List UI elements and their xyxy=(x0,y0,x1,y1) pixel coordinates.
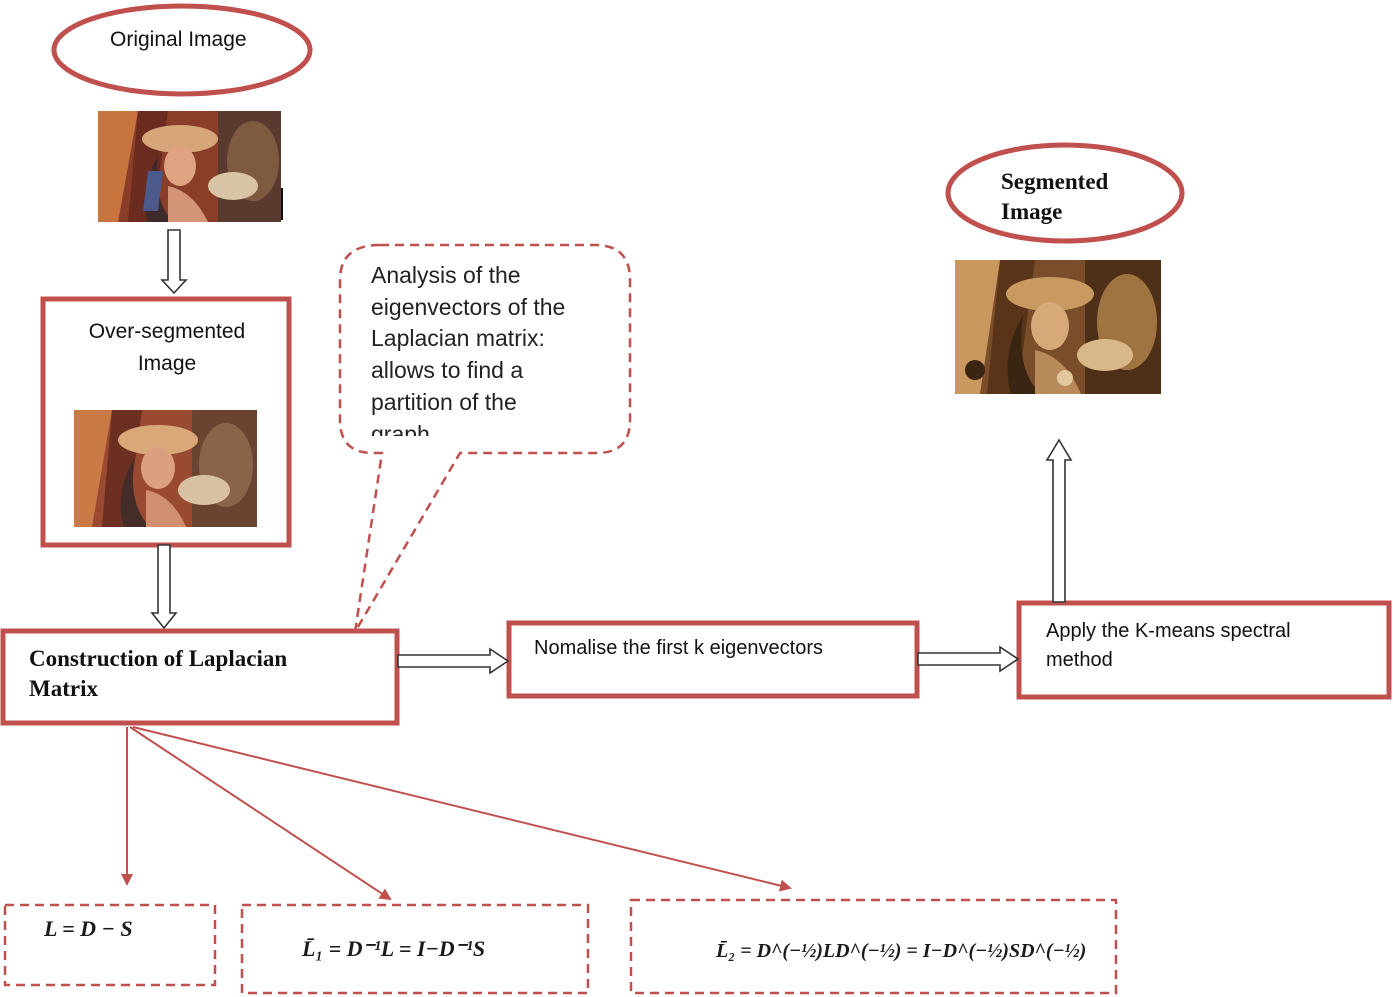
arrow-to-formula-3 xyxy=(132,726,792,892)
over-segmented-image-photo xyxy=(74,410,257,527)
laplacian-line2: Matrix xyxy=(29,675,98,701)
segmented-image-photo xyxy=(955,260,1161,394)
kmeans-line2: method xyxy=(1046,649,1113,671)
laplacian-label: Construction of Laplacian Matrix xyxy=(29,644,287,704)
laplacian-line1: Construction of Laplacian xyxy=(29,646,288,671)
normalise-box xyxy=(506,620,920,699)
kmeans-label: Apply the K-means spectral method xyxy=(1046,617,1291,675)
segmented-image-label: Segmented Image xyxy=(1001,167,1108,227)
segmented-label-line1: Segmented xyxy=(1001,169,1109,194)
original-image-photo xyxy=(98,111,281,222)
callout-bubble xyxy=(338,243,632,633)
arrow-to-formula-2 xyxy=(129,726,392,901)
formula-box-1 xyxy=(3,903,217,987)
formula-2: L̄₁ = D⁻¹L = I−D⁻¹S xyxy=(302,936,486,961)
callout-text: Analysis of the eigenvectors of the Lapl… xyxy=(371,260,619,436)
callout-line: Laplacian matrix: xyxy=(371,325,545,352)
arrow-laplacian-to-normalise xyxy=(397,647,510,675)
kmeans-box xyxy=(1016,600,1392,700)
laplacian-box xyxy=(0,628,400,726)
formula-3: L̄₂ = D^(−½)LD^(−½) = I−D^(−½)SD^(−½) xyxy=(716,940,1087,962)
arrow-normalise-to-kmeans xyxy=(917,645,1020,673)
formula-1: L = D − S xyxy=(44,916,133,941)
over-segmented-label: Over-segmented Image xyxy=(82,316,252,379)
original-image-label: Original Image xyxy=(110,28,247,51)
callout-line: partition of the xyxy=(371,388,517,415)
callout-line: Analysis of the xyxy=(371,262,521,288)
arrow-over-to-laplacian xyxy=(150,544,178,630)
formula-box-3 xyxy=(629,898,1118,995)
over-segmented-line2: Image xyxy=(137,351,197,375)
normalise-label: Nomalise the first k eigenvectors xyxy=(534,637,824,659)
segmented-label-line2: Image xyxy=(1001,198,1063,224)
original-image-ellipse xyxy=(51,3,313,97)
over-segmented-line1: Over-segmented xyxy=(88,320,246,343)
arrow-kmeans-to-segmented xyxy=(1045,438,1073,603)
callout-line: eigenvectors of the xyxy=(371,293,566,320)
kmeans-line1: Apply the K-means spectral xyxy=(1046,620,1291,642)
segmented-image-ellipse xyxy=(945,142,1185,244)
formula-box-2 xyxy=(240,903,590,995)
callout-line: allows to find a xyxy=(371,357,524,384)
arrow-original-to-over xyxy=(160,229,188,295)
callout-line: graph xyxy=(371,420,430,436)
